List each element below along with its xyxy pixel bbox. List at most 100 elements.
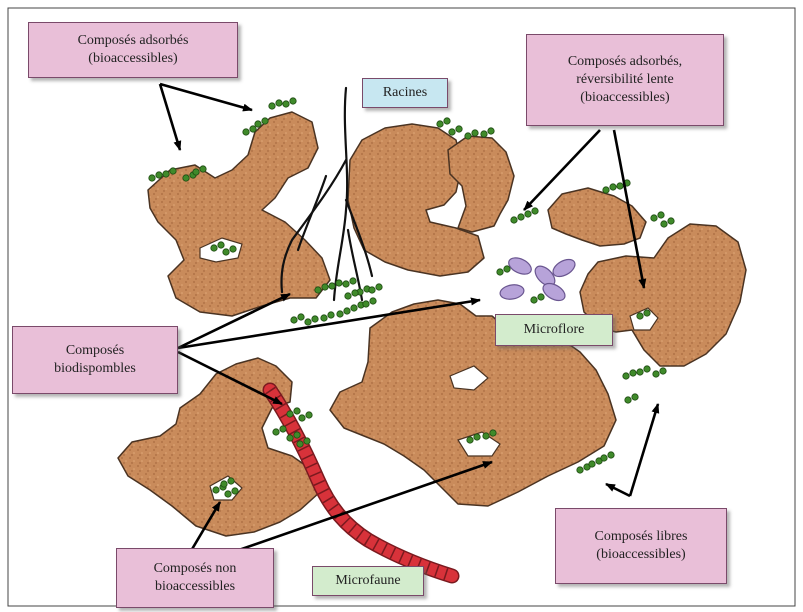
compound-molecule-icon <box>223 249 229 255</box>
compound-molecule-icon <box>651 215 657 221</box>
compound-molecule-icon <box>370 298 376 304</box>
compound-molecule-icon <box>474 434 480 440</box>
compound-molecule-icon <box>262 118 268 124</box>
compound-molecule-icon <box>294 408 300 414</box>
root-4 <box>298 176 326 250</box>
label-non-bioaccessible-compounds: Composés non bioaccessibles <box>116 548 274 608</box>
compound-molecule-icon <box>465 133 471 139</box>
compound-molecule-icon <box>444 118 450 124</box>
compound-molecule-icon <box>304 438 310 444</box>
compound-molecule-icon <box>623 373 629 379</box>
compound-molecule-icon <box>668 218 674 224</box>
label-roots: Racines <box>362 78 448 108</box>
label-free-compounds: Composés libres (bioaccessibles) <box>555 508 727 584</box>
compound-molecule-icon <box>276 100 282 106</box>
compound-molecule-icon <box>660 368 666 374</box>
compound-molecule-icon <box>287 435 293 441</box>
compound-molecule-icon <box>437 121 443 127</box>
compound-molecule-icon <box>156 172 162 178</box>
label-adsorbed-slow-reversibility: Composés adsorbés, réversibilité lente (… <box>526 34 724 126</box>
label-microflora: Microflore <box>495 314 613 346</box>
compound-molecule-icon <box>449 129 455 135</box>
compound-molecule-icon <box>321 315 327 321</box>
compound-molecule-icon <box>230 246 236 252</box>
compound-molecule-icon <box>337 311 343 317</box>
arrow <box>160 84 180 150</box>
compound-molecule-icon <box>538 294 544 300</box>
compound-molecule-icon <box>518 214 524 220</box>
compound-molecule-icon <box>637 313 643 319</box>
microbe-icon <box>506 255 534 278</box>
label-bioavailable-compounds-text: Composés biodispombles <box>54 342 136 378</box>
compound-molecule-icon <box>577 467 583 473</box>
compound-molecule-icon <box>290 98 296 104</box>
compound-molecule-icon <box>345 293 351 299</box>
compound-molecule-icon <box>617 183 623 189</box>
soil-aggregate-1 <box>148 112 330 316</box>
compound-molecule-icon <box>305 319 311 325</box>
compound-molecule-icon <box>273 429 279 435</box>
label-adsorbed-compounds-text: Composés adsorbés (bioaccessibles) <box>78 32 189 68</box>
compound-molecule-icon <box>269 103 275 109</box>
compound-molecule-icon <box>603 187 609 193</box>
compound-molecule-icon <box>351 305 357 311</box>
compound-molecule-icon <box>589 461 595 467</box>
compound-molecule-icon <box>456 126 462 132</box>
compound-molecule-icon <box>213 487 219 493</box>
compound-molecule-icon <box>610 184 616 190</box>
compound-molecule-icon <box>232 488 238 494</box>
compound-molecule-icon <box>170 168 176 174</box>
label-roots-text: Racines <box>383 84 427 102</box>
compound-molecule-icon <box>504 266 510 272</box>
compound-molecule-icon <box>369 287 375 293</box>
compound-molecule-icon <box>328 312 334 318</box>
compound-molecule-icon <box>376 284 382 290</box>
compound-molecule-icon <box>625 397 631 403</box>
compound-molecule-icon <box>312 316 318 322</box>
compound-molecule-icon <box>467 437 473 443</box>
label-microfauna-text: Microfaune <box>335 572 400 590</box>
label-free-compounds-text: Composés libres (bioaccessibles) <box>595 528 688 564</box>
compound-molecule-icon <box>363 301 369 307</box>
compound-molecule-icon <box>250 126 256 132</box>
label-bioavailable-compounds: Composés biodispombles <box>12 326 178 394</box>
compound-molecule-icon <box>532 208 538 214</box>
compound-molecule-icon <box>511 217 517 223</box>
arrow <box>630 404 658 496</box>
compound-molecule-icon <box>306 412 312 418</box>
compound-molecule-icon <box>644 366 650 372</box>
compound-molecule-icon <box>483 433 489 439</box>
compound-molecule-icon <box>193 169 199 175</box>
root-1 <box>334 88 347 300</box>
compound-molecule-icon <box>200 166 206 172</box>
compound-molecule-icon <box>350 278 356 284</box>
compound-molecule-icon <box>218 242 224 248</box>
label-adsorbed-compounds: Composés adsorbés (bioaccessibles) <box>28 22 238 78</box>
compound-molecule-icon <box>243 129 249 135</box>
compound-molecule-icon <box>531 297 537 303</box>
arrow <box>160 84 252 110</box>
compound-molecule-icon <box>637 369 643 375</box>
compound-molecule-icon <box>488 128 494 134</box>
label-microflora-text: Microflore <box>524 321 585 339</box>
label-microfauna: Microfaune <box>312 566 424 596</box>
compound-molecule-icon <box>298 314 304 320</box>
compound-molecule-icon <box>490 430 496 436</box>
compound-molecule-icon <box>163 171 169 177</box>
compound-molecule-icon <box>183 175 189 181</box>
compound-molecule-icon <box>299 415 305 421</box>
compound-molecule-icon <box>149 175 155 181</box>
label-adsorbed-slow-reversibility-text: Composés adsorbés, réversibilité lente (… <box>568 53 682 107</box>
compound-molecule-icon <box>661 221 667 227</box>
compound-molecule-icon <box>632 394 638 400</box>
label-non-bioaccessible-compounds-text: Composés non bioaccessibles <box>154 560 237 596</box>
compound-molecule-icon <box>283 101 289 107</box>
compound-molecule-icon <box>352 290 358 296</box>
compound-molecule-icon <box>291 317 297 323</box>
compound-molecule-icon <box>497 269 503 275</box>
compound-molecule-icon <box>525 211 531 217</box>
compound-molecule-icon <box>228 478 234 484</box>
compound-molecule-icon <box>280 426 286 432</box>
compound-molecule-icon <box>608 452 614 458</box>
